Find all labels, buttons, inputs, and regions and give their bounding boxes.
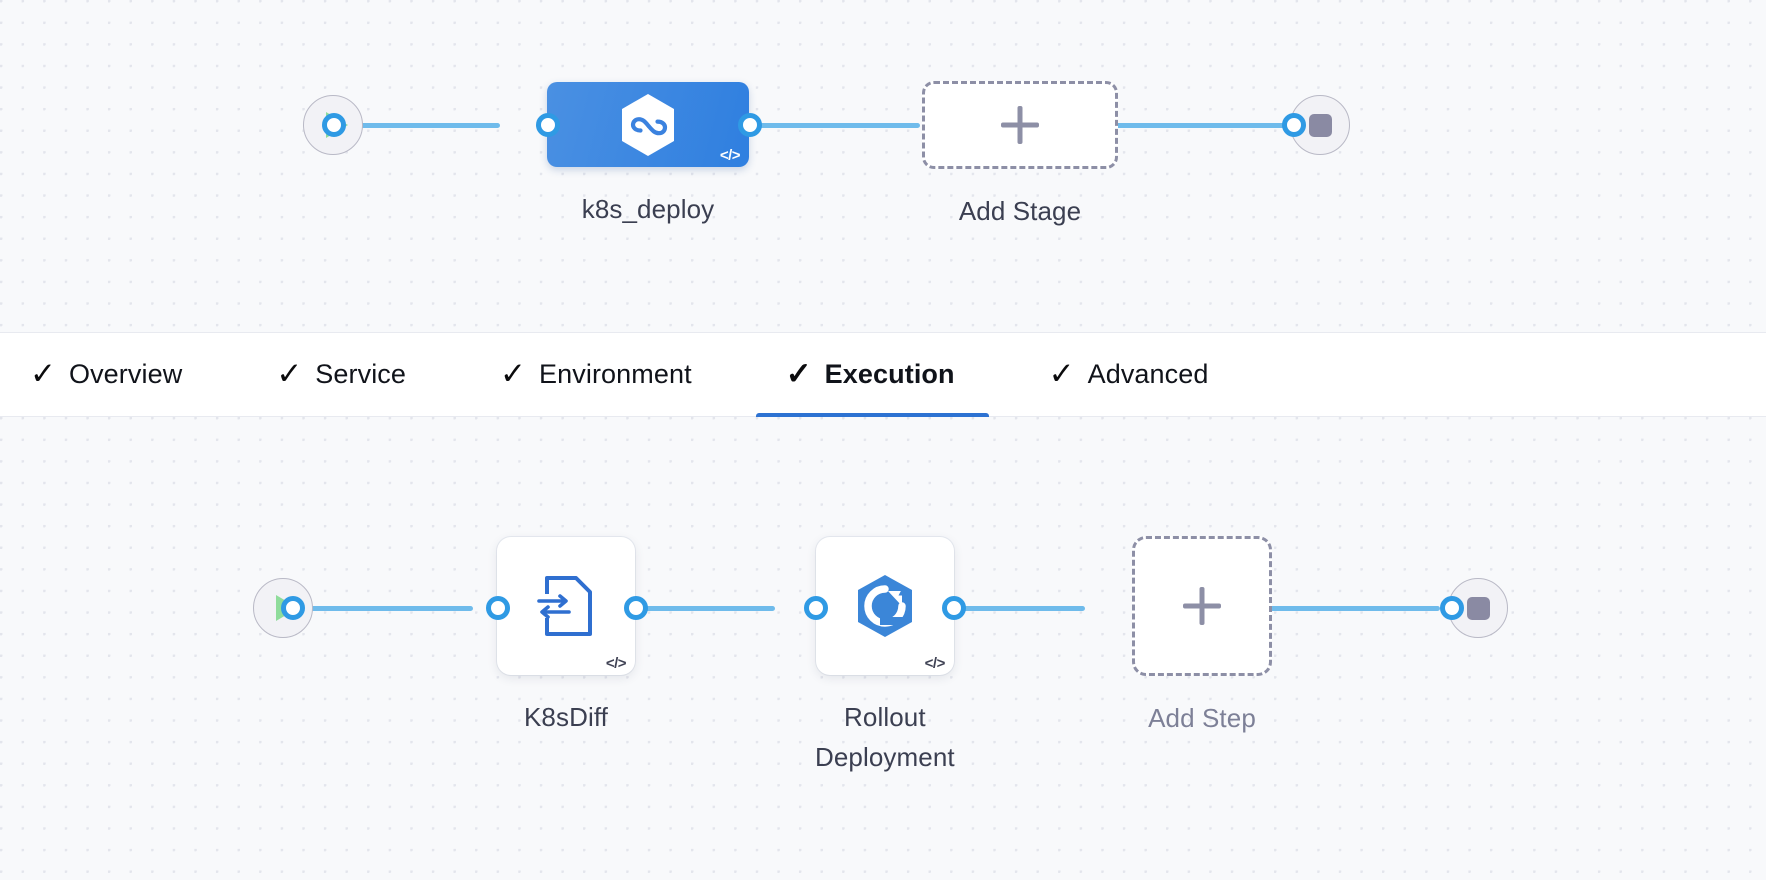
step-card[interactable]: </> xyxy=(815,537,954,675)
code-badge-icon: </> xyxy=(924,655,946,672)
k8sdiff-output-port[interactable] xyxy=(624,596,648,620)
connector-stage-to-addstage xyxy=(655,123,920,128)
connector-k8sdiff-to-rollout xyxy=(600,606,775,611)
tab-environment[interactable]: ✓ Environment xyxy=(500,333,726,416)
harness-hexagon-icon xyxy=(617,92,679,158)
add-stage-button[interactable] xyxy=(922,81,1118,169)
stage-node-output-port[interactable] xyxy=(738,113,762,137)
step-end-port[interactable] xyxy=(1440,596,1464,620)
check-icon: ✓ xyxy=(30,356,56,391)
code-badge-icon: </> xyxy=(719,147,741,164)
rollout-deployment-hexagon-icon xyxy=(850,571,920,641)
stop-icon-circle xyxy=(1290,95,1350,155)
add-stage-node[interactable]: Add Stage xyxy=(922,81,1118,231)
connector-addstep-to-end xyxy=(1255,606,1440,611)
k8sdiff-input-port[interactable] xyxy=(486,596,510,620)
rollout-input-port[interactable] xyxy=(804,596,828,620)
stage-node-k8s-deploy[interactable]: </> k8s_deploy xyxy=(547,82,749,229)
step-start-port[interactable] xyxy=(281,596,305,620)
tab-overview[interactable]: ✓ Overview xyxy=(30,333,216,416)
tab-label: Overview xyxy=(68,359,183,389)
step-node-k8sdiff[interactable]: </> K8sDiff xyxy=(497,537,635,737)
stop-icon xyxy=(1466,596,1490,620)
tab-active-underline xyxy=(755,413,989,419)
check-icon: ✓ xyxy=(500,356,527,391)
stage-config-tabbar: ✓ Overview ✓ Service ✓ Environment ✓ Exe… xyxy=(0,332,1766,419)
check-icon: ✓ xyxy=(785,356,812,391)
tab-service[interactable]: ✓ Service xyxy=(276,333,440,416)
stage-node-input-port[interactable] xyxy=(536,113,560,137)
plus-icon xyxy=(1001,106,1039,144)
plus-icon xyxy=(1183,587,1221,625)
add-stage-label: Add Stage xyxy=(958,196,1082,226)
check-icon: ✓ xyxy=(1048,356,1075,391)
connector-addstage-to-end xyxy=(1110,123,1290,128)
connector-start-to-k8sdiff xyxy=(288,606,473,611)
tab-label: Execution xyxy=(824,359,955,389)
connector-rollout-to-addstep xyxy=(920,606,1085,611)
add-step-node[interactable]: Add Step xyxy=(1132,536,1272,738)
stage-canvas[interactable]: </> k8s_deploy Add Stage xyxy=(0,0,1766,332)
tab-advanced[interactable]: ✓ Advanced xyxy=(1049,333,1243,416)
tab-execution[interactable]: ✓ Execution xyxy=(755,333,989,419)
stage-end-node[interactable] xyxy=(1290,95,1350,155)
step-node-label: Rollout Deployment xyxy=(815,702,955,773)
stage-card[interactable]: </> xyxy=(547,82,749,167)
connector-start-to-stage xyxy=(330,123,500,128)
step-node-rollout-deployment[interactable]: </> Rollout Deployment xyxy=(815,537,955,778)
tab-label: Advanced xyxy=(1087,359,1209,389)
tab-label: Environment xyxy=(539,359,692,389)
check-icon: ✓ xyxy=(276,356,303,391)
rollout-output-port[interactable] xyxy=(942,596,966,620)
execution-steps-canvas[interactable]: </> K8sDiff xyxy=(0,417,1766,880)
step-card[interactable]: </> xyxy=(497,537,635,675)
code-badge-icon: </> xyxy=(605,655,627,672)
stage-end-port[interactable] xyxy=(1282,113,1306,137)
stage-pipeline-row: </> k8s_deploy Add Stage xyxy=(0,0,1766,332)
step-node-label: K8sDiff xyxy=(523,702,609,732)
tab-label: Service xyxy=(315,359,407,389)
k8s-diff-document-icon xyxy=(535,574,597,638)
stage-node-label: k8s_deploy xyxy=(581,194,715,224)
stop-icon xyxy=(1308,113,1332,137)
step-pipeline-row: </> K8sDiff xyxy=(0,417,1766,880)
add-step-label: Add Step xyxy=(1148,703,1256,733)
stage-start-port[interactable] xyxy=(322,113,346,137)
add-step-button[interactable] xyxy=(1132,536,1272,676)
